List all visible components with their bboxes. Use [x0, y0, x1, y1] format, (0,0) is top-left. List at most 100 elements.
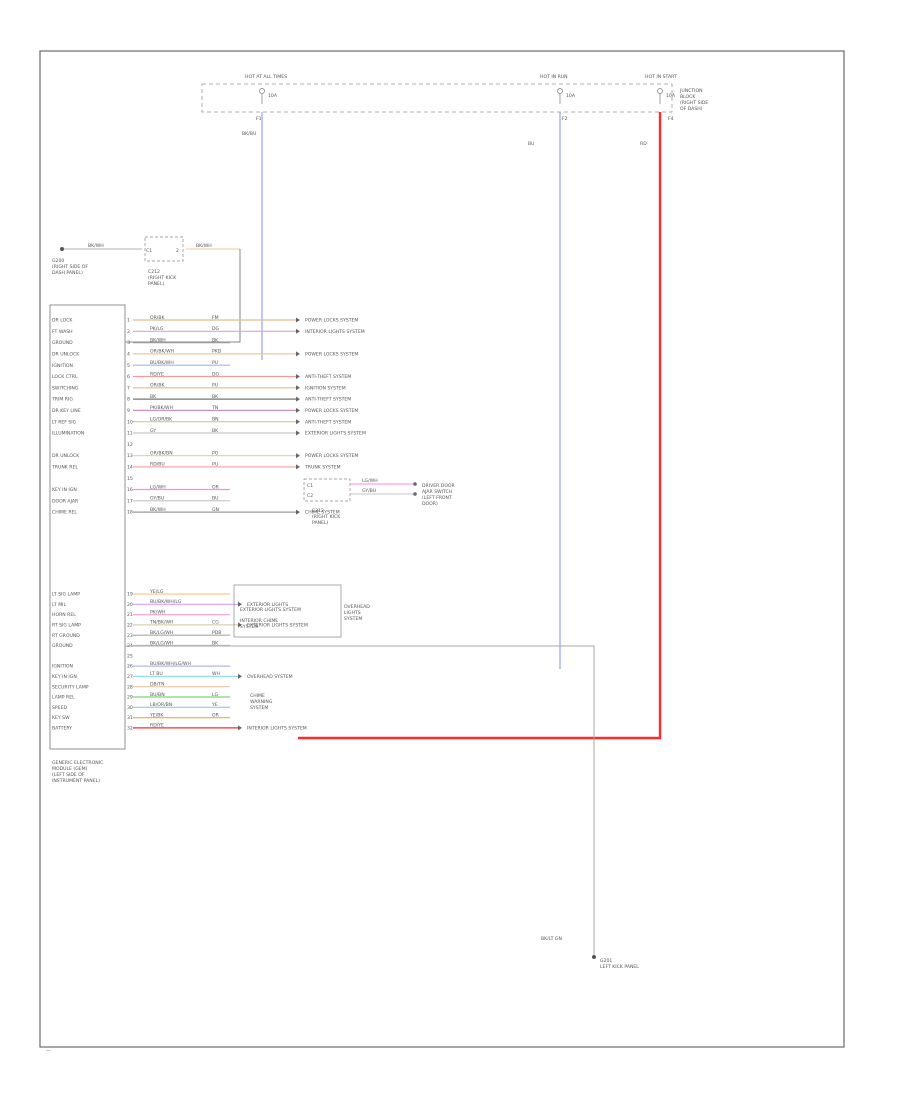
pin-label: CHIME REL	[52, 510, 77, 516]
fuse-b-name: HOT IN RUN	[540, 74, 568, 80]
wire-color: BU/BN	[150, 692, 165, 698]
destination-label: POWER LOCKS SYSTEM	[305, 453, 358, 459]
destination-label: ANTI-THEFT SYSTEM	[305, 397, 351, 403]
svg-text:LIGHTS: LIGHTS	[344, 610, 361, 616]
wire-color: LG/OR/BK	[150, 417, 173, 423]
pin-number: 30	[127, 705, 133, 711]
pin-number: 4	[127, 352, 130, 358]
svg-text:(LEFT SIDE OF: (LEFT SIDE OF	[52, 772, 85, 778]
svg-text:(RIGHT SIDE OF: (RIGHT SIDE OF	[52, 264, 88, 270]
pin-label: LT MIL	[52, 602, 67, 608]
top-ground-wire: BK/WH	[88, 243, 104, 249]
fuse-c-cavity: F4	[668, 116, 674, 122]
svg-text:C2: C2	[307, 493, 313, 499]
fuse-c-rating: 10A	[666, 93, 676, 99]
pin-number: 19	[127, 592, 133, 598]
wire-color: BU/BK/WH/LG/WH	[150, 661, 191, 667]
fuse-b: HOT IN RUN 10A F2 BU	[528, 74, 576, 147]
arrow-icon	[296, 374, 300, 379]
wire-color: BU/BK/WH/LG	[150, 599, 182, 605]
pin-label: KEY SW	[52, 715, 70, 721]
pin-number: 2	[127, 329, 130, 335]
wire-code: PDB	[212, 630, 221, 636]
wire-color: DB/TN	[150, 682, 164, 688]
pin-label: TRUNK REL	[51, 465, 78, 471]
arrow-icon	[296, 464, 300, 470]
arrow-icon	[296, 328, 300, 334]
pin-label: DR UNLOCK	[52, 352, 80, 358]
wire-code: LG	[212, 692, 219, 698]
pin-number: 11	[127, 431, 133, 437]
svg-text:C212: C212	[312, 508, 324, 514]
wire-color: LT BU	[150, 671, 163, 677]
fuse-c-wire: RD	[640, 141, 647, 147]
pin-label: LAMP REL	[52, 695, 75, 701]
wire-color: PK/BK/WH	[150, 405, 173, 411]
svg-text:DOOR): DOOR)	[422, 501, 438, 507]
wire-color: OR/BK	[150, 315, 166, 321]
svg-text:SYSTEM: SYSTEM	[344, 616, 362, 622]
svg-text:INSTRUMENT PANEL): INSTRUMENT PANEL)	[52, 778, 100, 784]
junction-box-label: JUNCTION BLOCK (RIGHT SIDE OF DASH)	[679, 88, 708, 112]
pin-number: 6	[127, 374, 130, 380]
pin-label: TRIM RIG	[51, 397, 73, 403]
junction-box: HOT AT ALL TIMES 10A F1 BK/BU HOT IN RUN…	[201, 74, 708, 147]
pin-label: LT SIG LAMP	[52, 592, 80, 598]
destination-label: ANTI-THEFT SYSTEM	[305, 374, 351, 380]
wire-color: PK/LG	[150, 326, 164, 332]
wire-code: PKD	[212, 349, 222, 355]
destination-label: TRUNK SYSTEM	[304, 465, 341, 471]
pin-number: 16	[127, 487, 133, 493]
pin-number: 9	[127, 408, 130, 414]
pin-label: DR LOCK	[52, 318, 73, 324]
fuse-a-rating: 10A	[268, 93, 278, 99]
svg-text:SYSTEM: SYSTEM	[240, 624, 258, 630]
pin-label: KEY IN IGN	[52, 487, 77, 493]
destination-label: IGNITION SYSTEM	[305, 385, 346, 391]
fuse-c-name: HOT IN START	[645, 74, 677, 80]
pin-number: 12	[127, 442, 133, 448]
wire-code: BK	[212, 394, 219, 400]
pin-number: 15	[127, 476, 133, 482]
svg-text:G201: G201	[600, 958, 612, 964]
fuse-a-wire: BK/BU	[242, 131, 256, 137]
pin-row: 12	[127, 442, 133, 448]
svg-text:DRIVER DOOR: DRIVER DOOR	[422, 483, 456, 489]
wire-code: BK	[212, 428, 219, 434]
wire-code: BN	[212, 417, 219, 423]
svg-text:INTERIOR CHIME: INTERIOR CHIME	[240, 618, 278, 624]
destination-label: INTERIOR LIGHTS SYSTEM	[305, 329, 365, 335]
fuse-a: HOT AT ALL TIMES 10A F1 BK/BU	[242, 74, 287, 137]
pin-number: 13	[127, 453, 133, 459]
pin-number: 29	[127, 695, 133, 701]
pin-row: 15	[127, 476, 133, 482]
svg-text:2: 2	[176, 248, 179, 254]
svg-text:PANEL): PANEL)	[148, 281, 165, 287]
wire-color: BU/BK/WH	[150, 360, 174, 366]
diagram-frame	[39, 50, 845, 1048]
pin-number: 23	[127, 633, 133, 639]
top-ground: BK/WH G200 (RIGHT SIDE OF DASH PANEL)	[52, 243, 142, 276]
wire-code: TN	[211, 405, 218, 411]
ground-wire-down	[125, 645, 595, 955]
svg-text:GY/BU: GY/BU	[362, 488, 376, 494]
pin-number: 25	[127, 653, 133, 659]
destination-label: CHIME SYSTEM	[305, 510, 340, 516]
top-connector-wire: BK/WH	[196, 243, 212, 249]
fuse-b-cavity: F2	[562, 116, 568, 122]
wire-code: PU	[212, 462, 218, 468]
